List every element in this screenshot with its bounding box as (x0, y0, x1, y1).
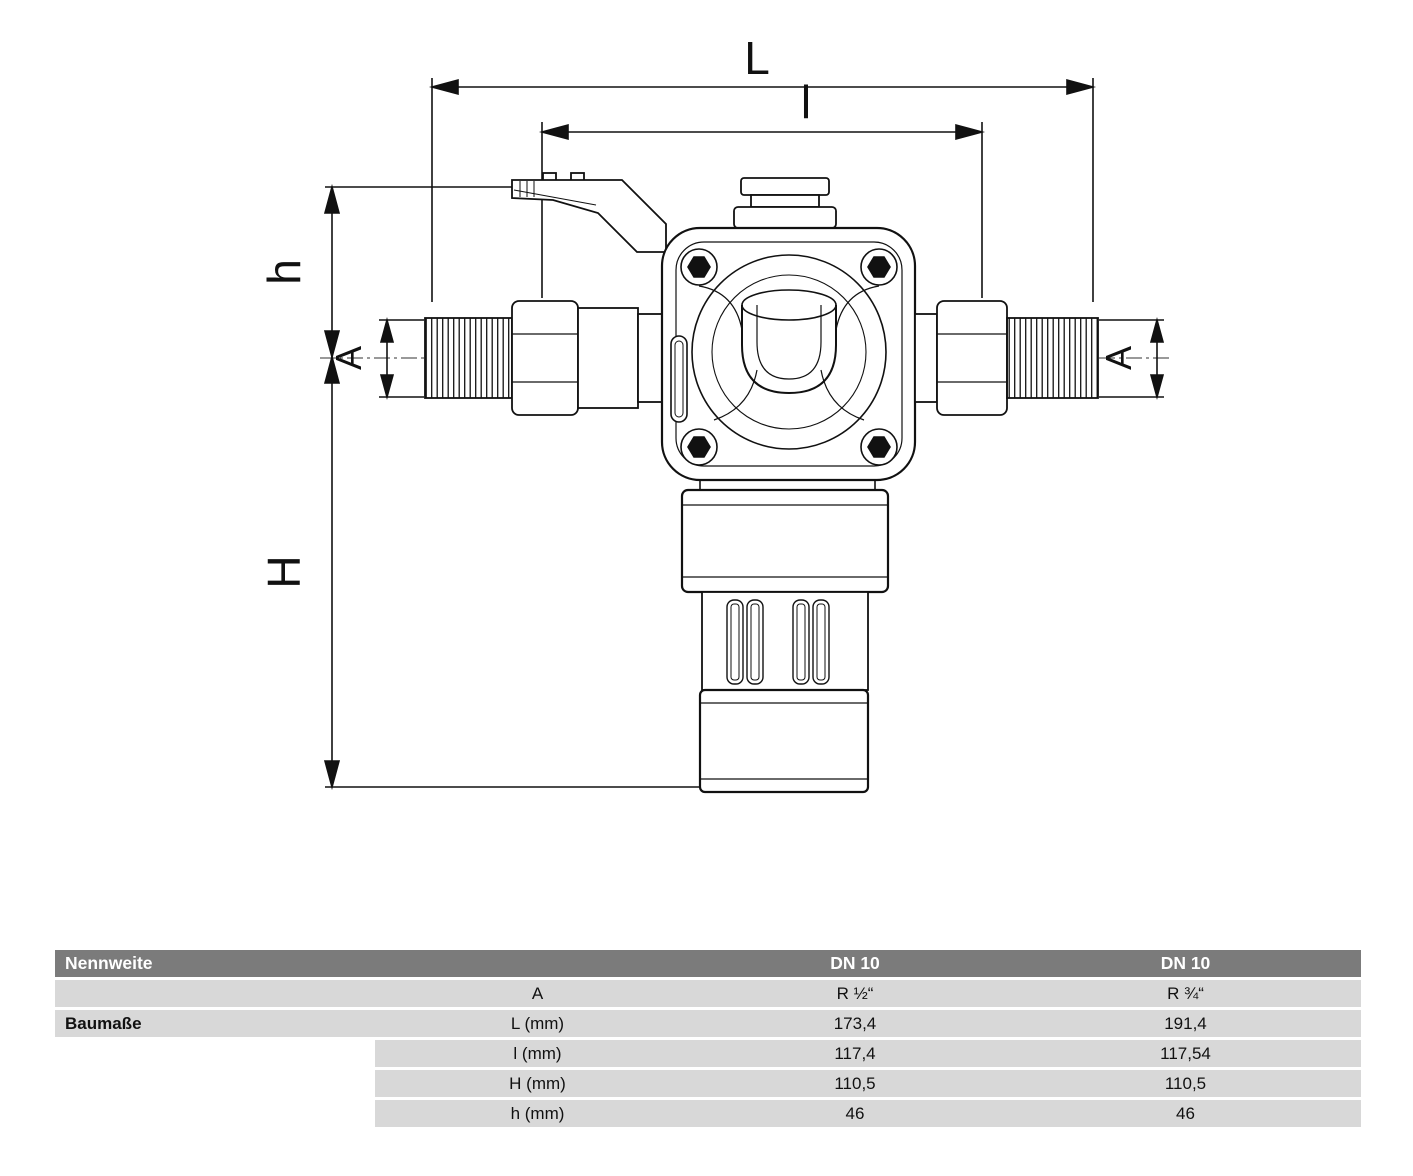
table-row-A: A R ½“ R ¾“ (55, 980, 1361, 1007)
header-spacer (375, 950, 700, 977)
dimension-h (323, 183, 518, 361)
param-label: H (mm) (375, 1070, 700, 1097)
group-cell-blank (55, 1070, 375, 1097)
table-row-l: l (mm) 117,4 117,54 (55, 1040, 1361, 1067)
group-cell-blank (55, 1100, 375, 1127)
left-thread (424, 317, 513, 399)
param-label: A (375, 980, 700, 1007)
dimension-H (323, 353, 700, 791)
value-dn10-1: 46 (700, 1100, 1010, 1127)
value-dn10-2: 46 (1010, 1100, 1361, 1127)
bolt-bottom-left (680, 428, 718, 466)
dimension-label-A-left: A (328, 346, 369, 370)
table-row-L: Baumaße L (mm) 173,4 191,4 (55, 1010, 1361, 1037)
top-cap (733, 177, 837, 229)
header-dn10-col1: DN 10 (700, 950, 1010, 977)
value-dn10-2: R ¾“ (1010, 980, 1361, 1007)
dimension-label-L: L (744, 32, 770, 84)
bolt-top-left (680, 248, 718, 286)
group-label-baumasse: Baumaße (55, 1010, 375, 1037)
right-union-nut (914, 300, 1008, 416)
dimension-l (538, 122, 986, 298)
value-dn10-2: 191,4 (1010, 1010, 1361, 1037)
bolt-top-right (860, 248, 898, 286)
table-header-row: Nennweite DN 10 DN 10 (55, 950, 1361, 977)
outlet-cylinder (698, 688, 870, 794)
value-dn10-2: 117,54 (1010, 1040, 1361, 1067)
header-dn10-col2: DN 10 (1010, 950, 1361, 977)
group-cell-empty (55, 980, 375, 1007)
filter-cup (680, 480, 890, 594)
dimension-label-A-right: A (1098, 346, 1139, 370)
value-dn10-1: 117,4 (700, 1040, 1010, 1067)
sight-glass (670, 335, 688, 423)
bolt-bottom-right (860, 428, 898, 466)
dimension-L (428, 78, 1097, 302)
value-dn10-1: R ½“ (700, 980, 1010, 1007)
value-dn10-2: 110,5 (1010, 1070, 1361, 1097)
slotted-insert (701, 591, 869, 691)
right-thread (1006, 317, 1099, 399)
dimension-label-l: l (801, 76, 811, 128)
param-label: l (mm) (375, 1040, 700, 1067)
table-row-H: H (mm) 110,5 110,5 (55, 1070, 1361, 1097)
value-dn10-1: 110,5 (700, 1070, 1010, 1097)
dimensions-table: Nennweite DN 10 DN 10 A R ½“ R ¾“ Baumaß… (55, 950, 1361, 1130)
dimension-A-left (379, 316, 424, 401)
dimension-label-H: H (258, 555, 310, 588)
valve-body (660, 226, 917, 482)
dimension-A-right (1099, 316, 1165, 401)
header-nennweite: Nennweite (55, 950, 375, 977)
left-union-nut (511, 300, 663, 416)
param-label: L (mm) (375, 1010, 700, 1037)
dimension-label-h: h (258, 259, 310, 285)
valve-handle (511, 172, 667, 253)
value-dn10-1: 173,4 (700, 1010, 1010, 1037)
technical-drawing: L l h H (258, 32, 1172, 794)
group-cell-blank (55, 1040, 375, 1067)
table-row-h: h (mm) 46 46 (55, 1100, 1361, 1127)
param-label: h (mm) (375, 1100, 700, 1127)
